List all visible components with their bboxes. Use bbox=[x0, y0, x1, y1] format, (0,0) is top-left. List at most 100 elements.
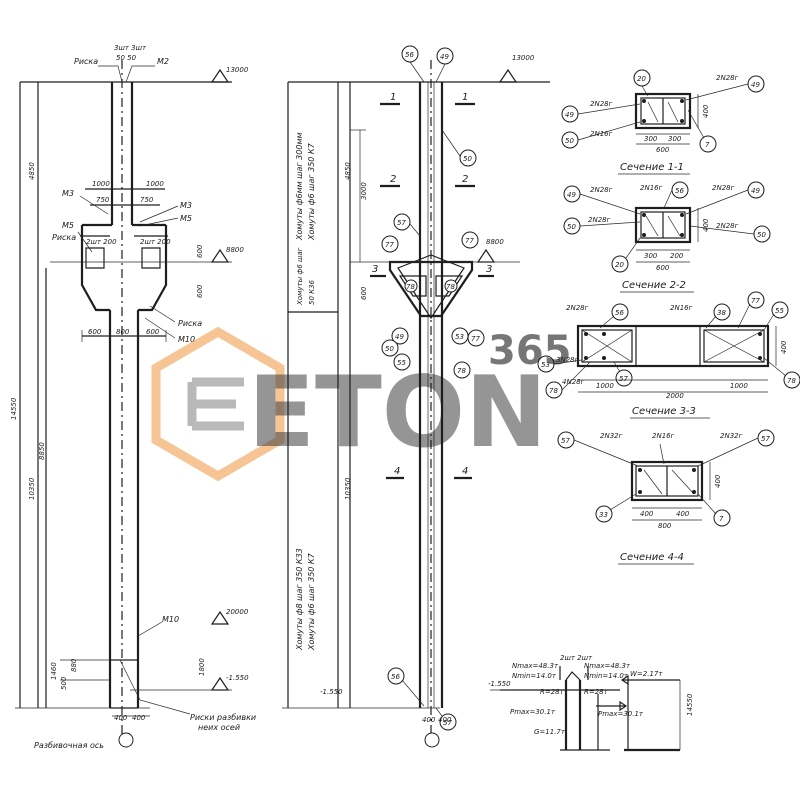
section-1-1: 20 49 50 49 7 2N28г 2N28г 2N16г 300 300 … bbox=[561, 69, 765, 175]
s33-dim-1000-left: 1000 bbox=[596, 382, 614, 390]
load-nmin-right: Nmin=14.0т bbox=[584, 672, 629, 680]
s11-dim-300a: 300 bbox=[644, 135, 658, 143]
riska-top-label: Риска bbox=[74, 57, 98, 66]
callout-50: 50 bbox=[463, 155, 472, 163]
section-mark-4-right: 4 bbox=[462, 466, 468, 477]
callout-56-bottom: 56 bbox=[391, 673, 400, 681]
level-crane-right: 8800 bbox=[486, 238, 504, 246]
s44-dim-400a: 400 bbox=[640, 510, 654, 518]
load-nmin-left: Nmin=14.0т bbox=[512, 672, 557, 680]
s11-dim-600: 600 bbox=[656, 146, 670, 154]
dim-600-right-v: 600 bbox=[360, 286, 368, 300]
s33-label-3n28: 3N28г bbox=[556, 356, 579, 364]
s22-bubble-20: 20 bbox=[615, 261, 624, 269]
dim-1800: 1800 bbox=[198, 658, 206, 676]
dim-200-left: 2шт 200 bbox=[86, 238, 117, 246]
load-pmax-right: Pmax=30.1т bbox=[598, 710, 644, 718]
s22-dim-400: 400 bbox=[702, 218, 710, 232]
s22-bubble-49-left: 49 bbox=[567, 191, 576, 199]
section-mark-1-right: 1 bbox=[462, 92, 468, 103]
stirrup-note-top-1: Хомуты ф6мм шаг 300мм bbox=[295, 132, 304, 241]
section-mark-3-right: 3 bbox=[486, 264, 492, 275]
s11-dim-400: 400 bbox=[702, 104, 710, 118]
dim-600-right: 600 bbox=[146, 328, 160, 336]
callout-78-left: 78 bbox=[406, 283, 415, 291]
dim-10350-right: 10350 bbox=[344, 477, 352, 500]
dim-200-right: 2шт 200 bbox=[140, 238, 171, 246]
s33-bubble-78-left: 78 bbox=[549, 387, 558, 395]
section-mark-1-left: 1 bbox=[390, 92, 396, 103]
dim-400-left: 400 bbox=[114, 714, 128, 722]
section-mark-3-left: 3 bbox=[372, 264, 378, 275]
s22-title: Сечение 2-2 bbox=[622, 280, 686, 291]
dim-400-right: 400 bbox=[132, 714, 146, 722]
s44-bubble-57-right: 57 bbox=[761, 435, 770, 443]
callout-77-low: 77 bbox=[471, 335, 480, 343]
axis-bubble-left bbox=[118, 732, 134, 748]
s22-bubble-50-left: 50 bbox=[567, 223, 576, 231]
top-dim-a: 3шт 3шт bbox=[114, 44, 147, 52]
riska-left-label: Риска bbox=[52, 233, 76, 242]
stirrup-note-top-2: Хомуты ф6 шаг 350 К7 bbox=[307, 142, 316, 241]
top-dim-b: 50 50 bbox=[116, 54, 137, 62]
dim-400-bottom-right: 400 bbox=[438, 716, 452, 724]
s44-dim-400b: 400 bbox=[676, 510, 690, 518]
s11-bubble-20: 20 bbox=[637, 75, 646, 83]
s11-dim-300b: 300 bbox=[668, 135, 682, 143]
s44-label-2n32a: 2N32г bbox=[600, 432, 623, 440]
stirrup-note-low-2: Хомуты ф6 шаг 350 К7 bbox=[307, 552, 316, 651]
dim-600-left: 600 bbox=[88, 328, 102, 336]
section-2-2: 49 50 56 49 50 20 2N28г 2N16г 2N28г 2N28… bbox=[563, 181, 771, 293]
callout-55: 55 bbox=[397, 359, 406, 367]
callout-49-mid: 49 bbox=[395, 333, 404, 341]
s33-dim-400: 400 bbox=[780, 340, 788, 354]
dim-500: 500 bbox=[60, 676, 68, 690]
s11-bubble-49-right: 49 bbox=[751, 81, 760, 89]
level-crane-left: 8800 bbox=[226, 246, 244, 254]
mark-m10-label: М10 bbox=[178, 335, 195, 344]
load-wind: W=2.17т bbox=[630, 670, 663, 678]
callout-49-top: 49 bbox=[440, 53, 449, 61]
dim-1000-left: 1000 bbox=[92, 180, 110, 188]
dim-800: 800 bbox=[116, 328, 130, 336]
dim-600-v-2: 600 bbox=[196, 284, 204, 298]
section-3-3: 2N28г 56 2N16г 38 77 55 53 3N28г 4N28г 5… bbox=[537, 291, 800, 419]
s22-bubble-56: 56 bbox=[675, 187, 684, 195]
s44-bubble-57-left: 57 bbox=[561, 437, 570, 445]
callout-57: 57 bbox=[397, 219, 406, 227]
s22-label-2n28d: 2N28г bbox=[716, 222, 739, 230]
dim-600-v: 600 bbox=[196, 244, 204, 258]
s11-bubble-49-left: 49 bbox=[565, 111, 574, 119]
s33-bubble-38: 38 bbox=[717, 309, 726, 317]
s33-title: Сечение 3-3 bbox=[632, 406, 696, 417]
s22-bubble-50-right: 50 bbox=[757, 231, 766, 239]
s33-bubble-53: 53 bbox=[541, 361, 550, 369]
s44-dim-800: 800 bbox=[658, 522, 672, 530]
s22-label-2n28a: 2N28г bbox=[590, 186, 613, 194]
s22-bubble-49-right: 49 bbox=[751, 187, 760, 195]
callout-50-mid: 50 bbox=[385, 345, 394, 353]
dim-10350-left: 10350 bbox=[28, 477, 36, 500]
riska-right-label: Риска bbox=[178, 319, 202, 328]
s11-label-2n16: 2N16г bbox=[590, 130, 613, 138]
load-nmax-left: Nmax=48.3т bbox=[512, 662, 559, 670]
dim-400-bottom-left: 400 bbox=[422, 716, 436, 724]
mark-m3-right: М3 bbox=[180, 201, 192, 210]
s33-label-4n28: 4N28г bbox=[562, 378, 585, 386]
level-top-right: 13000 bbox=[512, 54, 535, 62]
dim-4850-left: 4850 bbox=[28, 162, 36, 180]
section-mark-4-left: 4 bbox=[394, 466, 400, 477]
callout-57-bottom: 57 bbox=[443, 719, 452, 727]
watermark-logo: ETON 365 bbox=[151, 326, 572, 482]
s44-dim-400-v: 400 bbox=[714, 474, 722, 488]
s33-bubble-78-right: 78 bbox=[787, 377, 796, 385]
section-4-4: 57 2N32г 2N16г 2N32г 57 33 7 400 400 800… bbox=[557, 429, 775, 565]
s33-dim-1000-right: 1000 bbox=[730, 382, 748, 390]
dim-8850-left: 8850 bbox=[38, 442, 46, 460]
s33-bubble-77: 77 bbox=[751, 297, 760, 305]
watermark-text: ETON bbox=[248, 356, 547, 470]
stirrup-note-mid-2: 50 К36 bbox=[308, 279, 316, 305]
callout-56-top: 56 bbox=[405, 51, 414, 59]
section-mark-2-left: 2 bbox=[390, 174, 396, 185]
